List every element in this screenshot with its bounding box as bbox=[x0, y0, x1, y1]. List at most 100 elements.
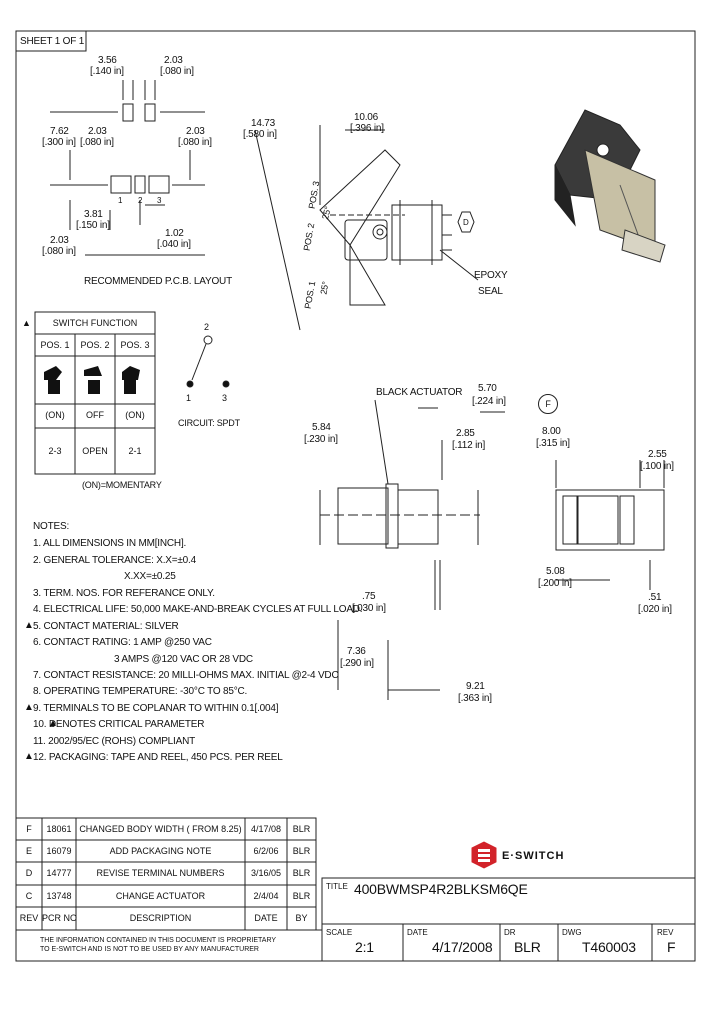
circuit-pin: 2 bbox=[204, 322, 209, 332]
switch-function-header: POS. 1 bbox=[40, 340, 70, 350]
note-line: 7. CONTACT RESISTANCE: 20 MILLI-OHMS MAX… bbox=[33, 670, 339, 681]
rev-cell: C bbox=[25, 891, 33, 901]
pcb-dim: 3.56 bbox=[98, 55, 117, 66]
circuit-pin: 3 bbox=[222, 393, 227, 403]
rev-cell: E bbox=[25, 846, 32, 856]
note-line: 10. DENOTES CRITICAL PARAMETER bbox=[33, 719, 205, 730]
end-dim: [.020 in] bbox=[638, 604, 672, 615]
front-dim: [.363 in] bbox=[458, 693, 492, 704]
pcb-dim: [.140 in] bbox=[90, 66, 124, 77]
front-dim: [.224 in] bbox=[472, 396, 506, 407]
rev-header: BY bbox=[295, 913, 308, 923]
note-line: X.XX=±0.25 bbox=[124, 571, 176, 582]
pcb-pad bbox=[110, 175, 132, 194]
rev-cell: 2/4/04 bbox=[253, 891, 279, 901]
title-label: TITLE bbox=[326, 882, 348, 891]
scale-value: 2:1 bbox=[355, 939, 374, 955]
pcb-dim: 7.62 bbox=[50, 126, 69, 137]
switch-function-connection: 2-1 bbox=[128, 446, 142, 456]
front-dim: [.230 in] bbox=[304, 434, 338, 445]
dwg-label: DWG bbox=[562, 928, 582, 937]
critical-triangle-icon: ▲ bbox=[24, 702, 34, 713]
note-line: 3. TERM. NOS. FOR REFERANCE ONLY. bbox=[33, 588, 215, 599]
front-label: BLACK ACTUATOR bbox=[376, 387, 463, 398]
critical-triangle-icon: ▲ bbox=[24, 751, 34, 762]
dr-value: BLR bbox=[514, 939, 541, 955]
sheet-label: SHEET 1 OF 1 bbox=[20, 36, 85, 47]
pcb-dim: 3.81 bbox=[84, 209, 103, 220]
rev-cell: CHANGED BODY WIDTH ( FROM 8.25) bbox=[79, 824, 242, 834]
pcb-dim: 2.03 bbox=[164, 55, 183, 66]
switch-function-state: (ON) bbox=[125, 410, 145, 420]
pcb-dim: [.040 in] bbox=[157, 239, 191, 250]
rev-cell: 18061 bbox=[46, 824, 72, 834]
pcb-dim: 2.03 bbox=[50, 235, 69, 246]
pcb-dim: 2.03 bbox=[186, 126, 205, 137]
side-label: D bbox=[463, 218, 469, 227]
front-dim: [.030 in] bbox=[352, 603, 386, 614]
pcb-pad bbox=[148, 175, 170, 194]
proprietary-notice: TO E-SWITCH AND IS NOT TO BE USED BY ANY… bbox=[40, 946, 259, 953]
critical-triangle-icon: ▲ bbox=[22, 318, 31, 328]
brand-logo-text: E·SWITCH bbox=[502, 850, 565, 862]
side-label: EPOXY bbox=[474, 270, 508, 281]
product-3d-view bbox=[554, 109, 666, 263]
rev-header: REV bbox=[19, 913, 39, 923]
switch-function-header: POS. 2 bbox=[80, 340, 110, 350]
end-dim: 8.00 bbox=[542, 426, 561, 437]
front-dim: [.112 in] bbox=[452, 440, 486, 451]
switch-function-footnote: (ON)=MOMENTARY bbox=[82, 480, 162, 490]
side-dim: [.396 in] bbox=[350, 123, 384, 134]
pcb-dim: 1.02 bbox=[165, 228, 184, 239]
rev-cell: BLR bbox=[292, 891, 311, 901]
note-line: 9. TERMINALS TO BE COPLANAR TO WITHIN 0.… bbox=[33, 703, 279, 714]
pcb-dim: [.080 in] bbox=[160, 66, 194, 77]
rev-cell: 14777 bbox=[46, 868, 72, 878]
front-dim: 9.21 bbox=[466, 681, 485, 692]
side-label: SEAL bbox=[478, 286, 503, 297]
end-dim: 2.55 bbox=[648, 449, 667, 460]
pcb-pad bbox=[122, 103, 134, 122]
rev-value: F bbox=[667, 939, 676, 955]
rev-cell: ADD PACKAGING NOTE bbox=[109, 846, 212, 856]
note-line: 6. CONTACT RATING: 1 AMP @250 VAC bbox=[33, 637, 212, 648]
note-line: 2. GENERAL TOLERANCE: X.X=±0.4 bbox=[33, 555, 196, 566]
switch-function-state: OFF bbox=[86, 410, 104, 420]
front-dim: [.290 in] bbox=[340, 658, 374, 669]
scale-label: SCALE bbox=[326, 928, 353, 937]
dwg-value: T460003 bbox=[582, 939, 636, 955]
front-dim: 5.84 bbox=[312, 422, 331, 433]
front-dim: 2.85 bbox=[456, 428, 475, 439]
switch-function-connection: 2-3 bbox=[48, 446, 62, 456]
rev-header: DESCRIPTION bbox=[129, 913, 192, 923]
switch-function-title: SWITCH FUNCTION bbox=[52, 318, 138, 328]
sheet-label-box bbox=[15, 30, 87, 52]
rev-cell: BLR bbox=[292, 846, 311, 856]
pcb-dim: [.080 in] bbox=[42, 246, 76, 257]
pcb-dim: [.300 in] bbox=[42, 137, 76, 148]
rev-label: REV bbox=[657, 928, 674, 937]
proprietary-notice: THE INFORMATION CONTAINED IN THIS DOCUME… bbox=[40, 937, 277, 944]
end-dim: .51 bbox=[648, 592, 662, 603]
drawing-title: 400BWMSP4R2BLKSM6QE bbox=[354, 881, 528, 897]
rev-cell: D bbox=[25, 868, 33, 878]
rev-cell: 3/16/05 bbox=[250, 868, 282, 878]
rev-cell: BLR bbox=[292, 824, 311, 834]
view-f-letter: F bbox=[545, 399, 551, 409]
end-dim: [.100 in] bbox=[640, 461, 674, 472]
rev-cell: 6/2/06 bbox=[253, 846, 279, 856]
note-line: 5. CONTACT MATERIAL: SILVER bbox=[33, 621, 179, 632]
side-dim: 14.73 bbox=[251, 118, 276, 129]
note-line: 12. PACKAGING: TAPE AND REEL, 450 PCS. P… bbox=[33, 752, 283, 763]
circuit-caption: CIRCUIT: SPDT bbox=[178, 418, 240, 428]
front-dim: .75 bbox=[362, 591, 376, 602]
end-dim: [.315 in] bbox=[536, 438, 570, 449]
pcb-dim: 2.03 bbox=[88, 126, 107, 137]
pcb-caption: RECOMMENDED P.C.B. LAYOUT bbox=[84, 276, 232, 287]
switch-function-header: POS. 3 bbox=[120, 340, 150, 350]
front-dim: 7.36 bbox=[347, 646, 366, 657]
rev-cell: BLR bbox=[292, 868, 311, 878]
rev-cell: CHANGE ACTUATOR bbox=[115, 891, 206, 901]
pcb-dim: [.080 in] bbox=[178, 137, 212, 148]
rev-cell: 4/17/08 bbox=[250, 824, 282, 834]
